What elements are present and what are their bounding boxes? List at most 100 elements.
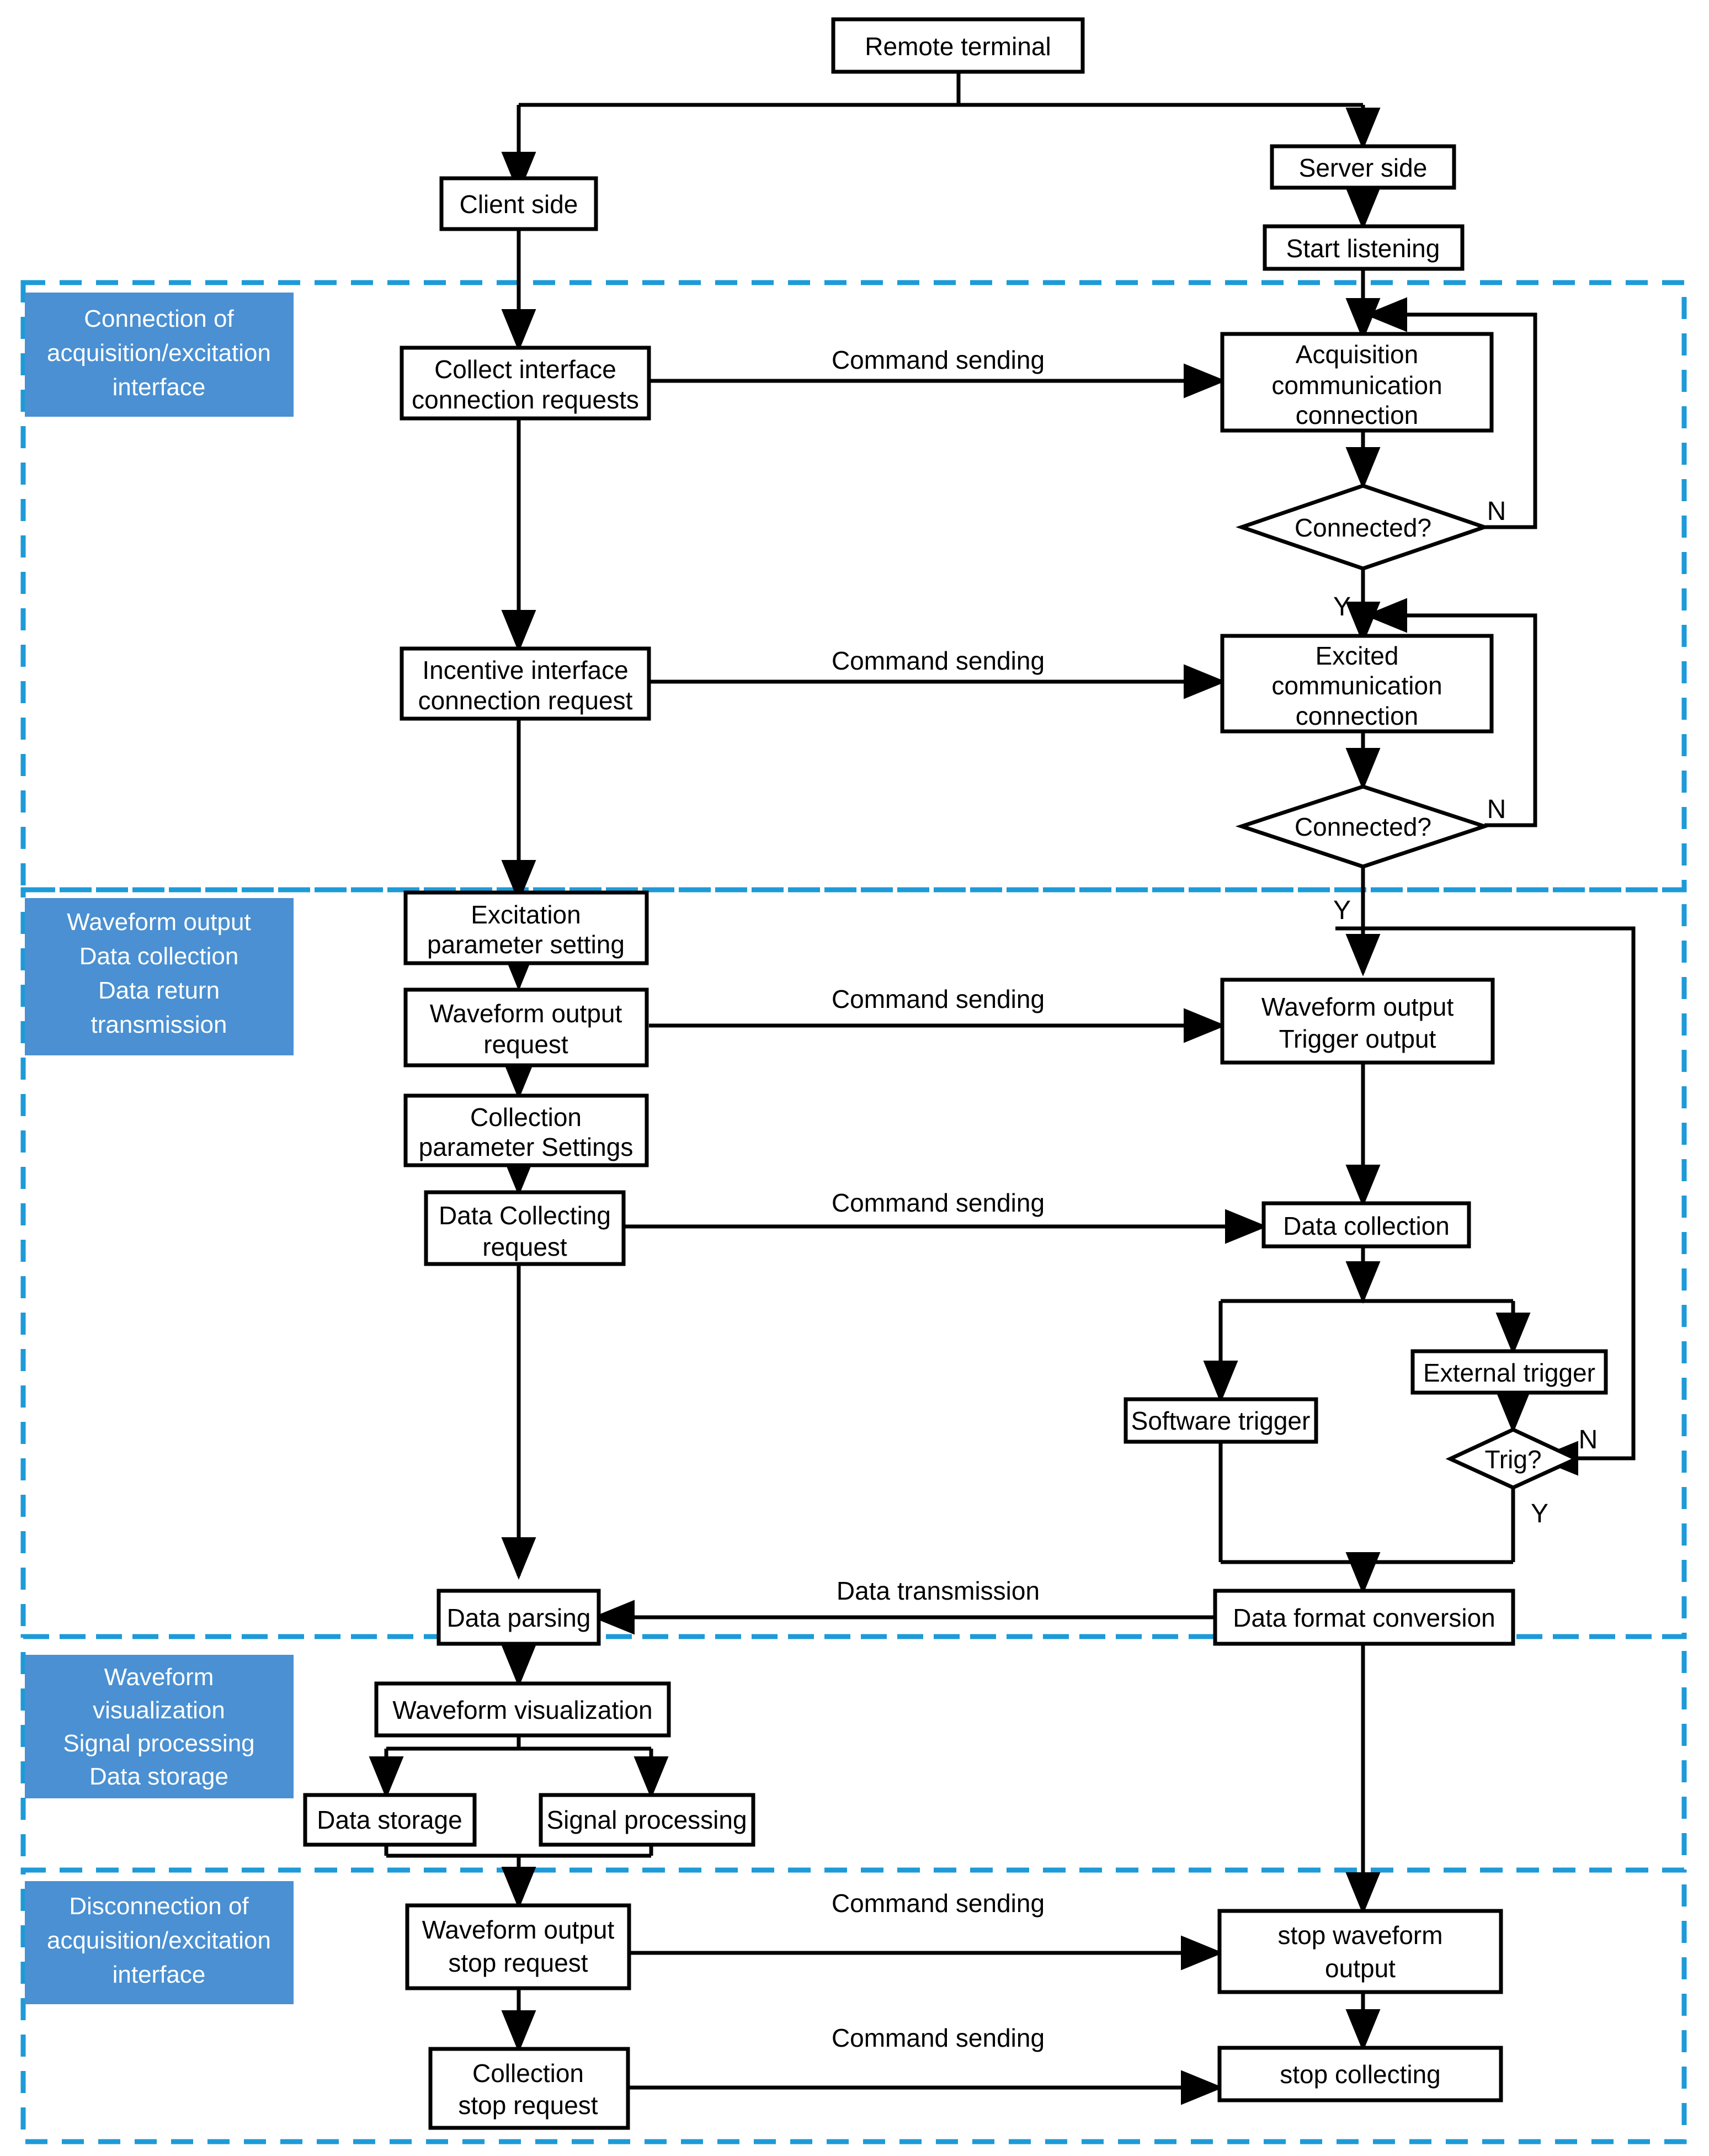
node-waveform-trigger-line-1: Trigger output bbox=[1279, 1024, 1436, 1053]
node-data-collecting-request[interactable]: Data Collecting request bbox=[424, 1190, 626, 1266]
node-connected-decision-1[interactable]: Connected? bbox=[1236, 484, 1490, 571]
node-acquisition-communication-connection[interactable]: Acquisition communication connection bbox=[1220, 332, 1494, 433]
node-incentive-line-1: connection request bbox=[418, 686, 633, 715]
edge-label-command-sending-5: Command sending bbox=[832, 1889, 1045, 1918]
phase-label-connection-line-1: acquisition/excitation bbox=[47, 339, 271, 367]
branch-label-n-3: N bbox=[1579, 1425, 1598, 1454]
node-software-trigger[interactable]: Software trigger bbox=[1124, 1397, 1318, 1444]
branch-label-y-1: Y bbox=[1333, 592, 1351, 622]
node-data-storage-label: Data storage bbox=[317, 1805, 462, 1834]
node-software-trigger-label: Software trigger bbox=[1131, 1406, 1311, 1435]
node-excited-line-0: Excited bbox=[1316, 641, 1399, 670]
phase-label-connection-line-0: Connection of bbox=[84, 305, 234, 332]
node-start-listening-label: Start listening bbox=[1286, 234, 1440, 263]
node-excited-line-1: communication bbox=[1271, 671, 1442, 700]
node-stop-waveform-line-1: output bbox=[1325, 1954, 1396, 1983]
node-connected-decision-1-label: Connected? bbox=[1295, 513, 1431, 542]
node-collection-stop-request[interactable]: Collection stop request bbox=[428, 2047, 630, 2130]
phase-label-waveform-line-2: Data return bbox=[98, 977, 220, 1004]
phase-label-visualization-line-2: Signal processing bbox=[63, 1730, 254, 1757]
phase-label-connection-box bbox=[25, 293, 294, 417]
node-waveform-output-stop-request[interactable]: Waveform output stop request bbox=[405, 1903, 631, 1990]
node-waveform-visualization-label: Waveform visualization bbox=[392, 1696, 652, 1724]
node-external-trigger[interactable]: External trigger bbox=[1410, 1349, 1608, 1395]
phase-label-connection-line-2: interface bbox=[113, 374, 206, 401]
node-data-format-conversion-label: Data format conversion bbox=[1233, 1603, 1495, 1632]
node-signal-processing-label: Signal processing bbox=[546, 1805, 747, 1834]
node-collection-param-line-1: parameter Settings bbox=[419, 1133, 633, 1161]
region-connection bbox=[20, 280, 1687, 893]
edge-label-data-transmission: Data transmission bbox=[837, 1576, 1040, 1605]
node-collect-interface-line-1: connection requests bbox=[412, 385, 639, 414]
node-waveform-stop-line-0: Waveform output bbox=[422, 1915, 615, 1944]
edge-trig-no-loop bbox=[1335, 926, 1636, 1476]
node-waveform-output-trigger-output[interactable]: Waveform output Trigger output bbox=[1220, 978, 1495, 1065]
node-connected-decision-2[interactable]: Connected? bbox=[1235, 784, 1491, 869]
node-excitation-param-line-1: parameter setting bbox=[427, 930, 625, 959]
region-disconnection bbox=[20, 1867, 1687, 2144]
node-waveform-output-request-line-0: Waveform output bbox=[430, 999, 622, 1028]
node-data-collection[interactable]: Data collection bbox=[1261, 1201, 1471, 1249]
node-data-collecting-request-line-1: request bbox=[482, 1233, 567, 1261]
branch-label-n-1: N bbox=[1487, 497, 1506, 526]
node-trig-decision[interactable]: Trig? bbox=[1445, 1427, 1581, 1490]
phase-label-waveform-box bbox=[25, 898, 294, 1055]
node-acquisition-line-2: connection bbox=[1296, 401, 1419, 429]
phase-label-disconnection-line-0: Disconnection of bbox=[69, 1893, 249, 1920]
edge-label-command-sending-1: Command sending bbox=[832, 346, 1045, 374]
node-data-parsing-label: Data parsing bbox=[447, 1603, 591, 1632]
branch-label-y-2: Y bbox=[1333, 896, 1351, 925]
node-client-side[interactable]: Client side bbox=[439, 176, 598, 231]
node-remote-terminal-label: Remote terminal bbox=[865, 32, 1051, 61]
node-data-parsing[interactable]: Data parsing bbox=[436, 1589, 601, 1646]
node-excited-communication-connection[interactable]: Excited communication connection bbox=[1220, 634, 1494, 734]
phase-label-disconnection-box bbox=[25, 1881, 294, 2004]
node-stop-waveform-line-0: stop waveform bbox=[1277, 1921, 1442, 1950]
node-start-listening[interactable]: Start listening bbox=[1263, 224, 1465, 271]
node-trig-decision-label: Trig? bbox=[1484, 1445, 1541, 1474]
edge-label-command-sending-6: Command sending bbox=[832, 2024, 1045, 2052]
edge-connected2-no-loop bbox=[1365, 598, 1537, 827]
node-excitation-param-line-0: Excitation bbox=[471, 900, 581, 929]
phase-label-visualization-line-1: visualization bbox=[93, 1697, 225, 1724]
node-stop-collecting-label: stop collecting bbox=[1280, 2060, 1441, 2089]
node-data-collection-label: Data collection bbox=[1283, 1212, 1450, 1240]
node-collect-interface-line-0: Collect interface bbox=[434, 355, 616, 384]
phase-label-waveform-line-1: Data collection bbox=[79, 943, 239, 970]
edge-remote-to-split bbox=[519, 72, 1363, 107]
node-acquisition-line-0: Acquisition bbox=[1296, 340, 1418, 369]
node-waveform-trigger-line-0: Waveform output bbox=[1261, 992, 1454, 1021]
node-data-collecting-request-line-0: Data Collecting bbox=[439, 1201, 611, 1230]
node-excitation-parameter-setting[interactable]: Excitation parameter setting bbox=[403, 890, 649, 965]
edge-label-command-sending-4: Command sending bbox=[832, 1188, 1045, 1217]
node-connected-decision-2-label: Connected? bbox=[1295, 813, 1431, 841]
node-waveform-visualization[interactable]: Waveform visualization bbox=[374, 1681, 671, 1738]
branch-label-y-3: Y bbox=[1531, 1499, 1548, 1528]
node-collection-stop-line-0: Collection bbox=[472, 2059, 584, 2088]
node-stop-waveform-output[interactable]: stop waveform output bbox=[1217, 1909, 1503, 1994]
node-server-side[interactable]: Server side bbox=[1270, 144, 1456, 190]
node-data-storage[interactable]: Data storage bbox=[303, 1793, 477, 1847]
node-remote-terminal[interactable]: Remote terminal bbox=[831, 17, 1085, 74]
node-incentive-line-0: Incentive interface bbox=[422, 656, 628, 684]
node-stop-collecting[interactable]: stop collecting bbox=[1217, 2046, 1503, 2102]
edge-connected1-no-loop bbox=[1365, 297, 1537, 529]
node-server-side-label: Server side bbox=[1299, 153, 1428, 182]
node-waveform-output-request[interactable]: Waveform output request bbox=[403, 987, 649, 1068]
node-client-side-label: Client side bbox=[460, 190, 578, 219]
node-collect-interface-connection-requests[interactable]: Collect interface connection requests bbox=[400, 346, 651, 421]
node-collection-parameter-settings[interactable]: Collection parameter Settings bbox=[403, 1093, 649, 1167]
phase-label-visualization-line-0: Waveform bbox=[104, 1664, 214, 1691]
edge-label-command-sending-3: Command sending bbox=[832, 985, 1045, 1013]
node-excited-line-2: connection bbox=[1296, 702, 1419, 730]
node-collection-param-line-0: Collection bbox=[470, 1103, 582, 1132]
node-waveform-stop-line-1: stop request bbox=[448, 1948, 588, 1977]
node-waveform-output-request-line-1: request bbox=[483, 1030, 568, 1059]
node-incentive-interface-connection-request[interactable]: Incentive interface connection request bbox=[400, 646, 651, 721]
phase-label-disconnection-line-2: interface bbox=[113, 1961, 206, 1988]
node-data-format-conversion[interactable]: Data format conversion bbox=[1213, 1589, 1515, 1646]
node-signal-processing[interactable]: Signal processing bbox=[539, 1793, 755, 1847]
node-acquisition-line-1: communication bbox=[1271, 371, 1442, 400]
